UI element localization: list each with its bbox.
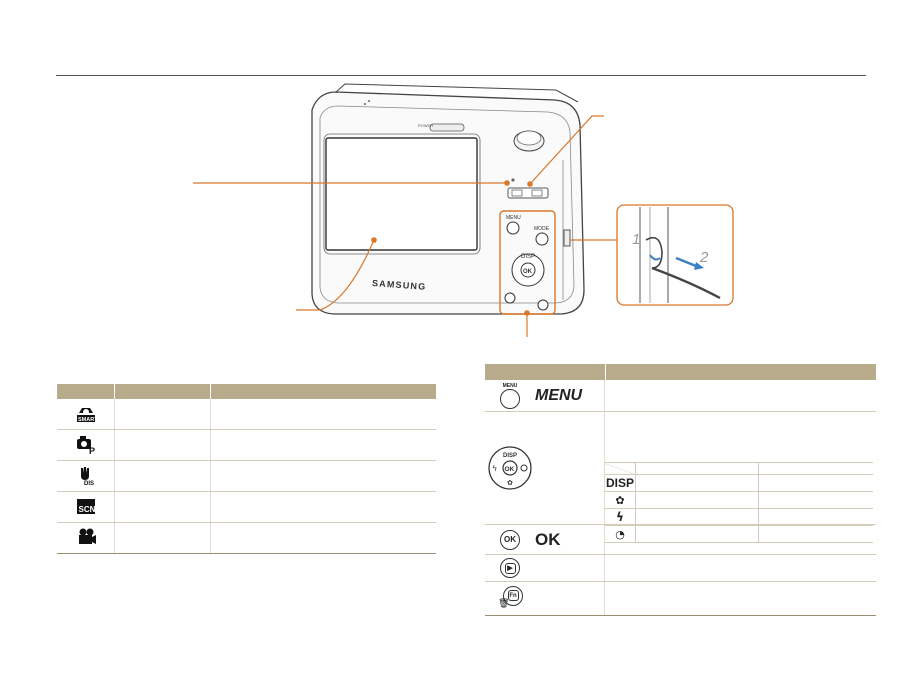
strap-step-1: 1 <box>632 231 640 248</box>
table-row: OK OK <box>485 525 876 555</box>
svg-text:P: P <box>89 446 95 455</box>
table-row: SCN <box>57 491 436 523</box>
table-row: OK DISP ϟ ✿ DISP ✿ ϟ ◔ <box>485 412 876 543</box>
delete-icon: 🗑 <box>498 599 510 609</box>
svg-text:ϟ: ϟ <box>492 464 497 473</box>
mode-table: SMART P DIS SCN <box>57 384 436 554</box>
table-row: ϟ <box>605 508 873 526</box>
dual-is-icon: DIS <box>80 466 94 487</box>
disp-label: DISP <box>521 254 535 260</box>
nav-subtable: DISP ✿ ϟ ◔ <box>605 462 873 543</box>
top-rule <box>56 75 866 76</box>
fn-button-icon: Fn <box>503 585 523 606</box>
table-row: DISP <box>605 474 873 492</box>
table-row: ▶ <box>485 555 876 582</box>
strap-inset: 1 2 <box>616 204 734 306</box>
strap-step-2: 2 <box>699 249 709 266</box>
svg-text:✿: ✿ <box>507 479 513 487</box>
movie-icon <box>78 528 96 544</box>
table-row: 🗑 Fn <box>485 582 876 616</box>
table-row: ◔ <box>605 525 873 543</box>
power-label: POWER <box>418 123 433 128</box>
button-table-header <box>485 364 876 380</box>
table-row <box>57 522 436 554</box>
svg-text:SMART: SMART <box>78 417 97 423</box>
menu-button-icon <box>500 388 520 409</box>
menu-button-label: MENU <box>506 215 521 221</box>
brand-logo: SAMSUNG <box>372 278 427 292</box>
nav-button-icon: OK DISP ϟ ✿ <box>488 446 532 490</box>
ok-name: OK <box>535 525 605 554</box>
menu-name: MENU <box>535 380 605 411</box>
mode-button-label: MODE <box>534 226 550 232</box>
camera-body: POWER MENU MODE OK DISP SAMSUNG <box>311 83 585 315</box>
svg-text:OK: OK <box>505 466 515 473</box>
playback-button-icon: ▶ <box>500 558 520 578</box>
button-table: MENU MENU OK DISP ϟ ✿ <box>485 364 876 616</box>
flash-icon: ϟ <box>616 510 624 524</box>
table-row: ✿ <box>605 491 873 509</box>
table-row: P <box>57 429 436 461</box>
disp-key: DISP <box>605 474 636 492</box>
menu-label-small: MENU <box>502 382 518 389</box>
nav-disp-label: DISP <box>503 453 517 459</box>
timer-icon: ◔ <box>615 528 625 541</box>
table-row: SMART <box>57 399 436 430</box>
table-row: DIS <box>57 460 436 492</box>
svg-text:SCN: SCN <box>78 505 95 514</box>
ok-button-icon: OK <box>500 529 520 550</box>
program-icon: P <box>76 435 95 456</box>
macro-icon: ✿ <box>615 494 625 507</box>
svg-text:DIS: DIS <box>84 481 94 486</box>
smart-auto-icon: SMART <box>76 407 98 423</box>
subtable-header <box>605 462 873 475</box>
ok-button-label: OK <box>523 269 533 275</box>
scene-icon: SCN <box>76 498 95 514</box>
camera-figure: POWER MENU MODE OK DISP SAMSUNG <box>193 83 734 337</box>
table-row: MENU MENU <box>485 380 876 412</box>
callout-lines <box>193 115 618 337</box>
mode-table-header <box>57 384 436 399</box>
